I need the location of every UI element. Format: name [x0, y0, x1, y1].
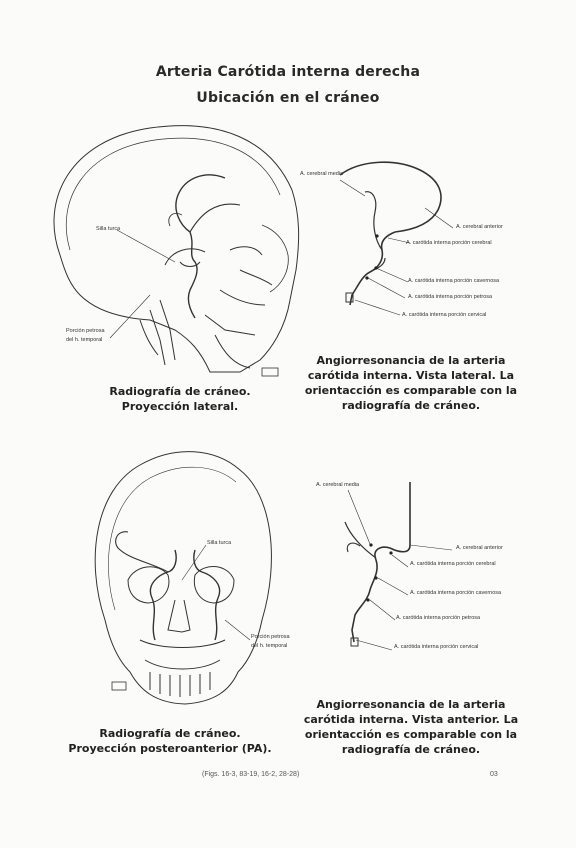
fig3-caption-line2: Proyección posteroanterior (PA). [68, 742, 272, 755]
angio-ant-label-cerebral-anterior: A. cerebral anterior [456, 545, 503, 551]
angio-lat-label-cerebral-media: A. cerebral media [300, 171, 344, 177]
pa-petrosa-label-line2: del h. temporal [251, 643, 288, 649]
fig1-caption-line1: Radiografía de cráneo. [109, 385, 251, 398]
angio-lat-label-petrosa: A. carótida interna porción petrosa [408, 294, 493, 300]
pa-petrosa-label-line1: Porción petrosa [251, 634, 290, 640]
angio-lat-label-cavernosa: A. carótida interna porción cavernosa [408, 278, 500, 284]
angio-lat-label-cerebral: A. carótida interna porción cerebral [406, 240, 492, 246]
angio-lat-label-cervical: A. carótida interna porción cervical [402, 312, 487, 318]
angio-ant-label-petrosa: A. carótida interna porción petrosa [396, 615, 481, 621]
fig4-caption-line4: radiografía de cráneo. [341, 743, 481, 756]
angio-lat-label-cerebral-anterior: A. cerebral anterior [456, 224, 503, 230]
fig2-caption-line3: orientacción es comparable con la [304, 384, 518, 397]
fig4-caption-line1: Angiorresonancia de la arteria [316, 698, 506, 711]
fig4-caption-line2: carótida interna. Vista anterior. La [303, 713, 519, 726]
angio-ant-label-cerebral-media: A. cerebral media [316, 482, 360, 488]
page-title: Arteria Carótida interna derecha [155, 64, 421, 80]
petrosa-label-line2: del h. temporal [66, 337, 103, 343]
angio-ant-label-cerebral: A. carótida interna porción cerebral [410, 561, 496, 567]
figure-references: (Figs. 16-3, 83-19, 16-2, 28-28) [202, 771, 300, 778]
fig4-caption-line3: orientacción es comparable con la [304, 728, 518, 741]
fig1-caption-line2: Proyección lateral. [121, 400, 239, 413]
fig2-caption-line4: radiografía de cráneo. [341, 399, 481, 412]
fig2-caption-line1: Angiorresonancia de la arteria [316, 354, 506, 367]
page-number: 03 [490, 771, 498, 778]
fig2-caption-line2: carótida interna. Vista lateral. La [307, 369, 515, 382]
angio-ant-label-cervical: A. carótida interna porción cervical [394, 644, 479, 650]
pa-silla-turca-label: Silla turca [207, 540, 232, 546]
angio-ant-label-cavernosa: A. carótida interna porción cavernosa [410, 590, 502, 596]
page-subtitle: Ubicación en el cráneo [196, 90, 380, 106]
fig3-caption-line1: Radiografía de cráneo. [99, 727, 241, 740]
petrosa-label-line1: Porción petrosa [66, 328, 105, 334]
silla-turca-label: Silla turca [96, 226, 121, 232]
